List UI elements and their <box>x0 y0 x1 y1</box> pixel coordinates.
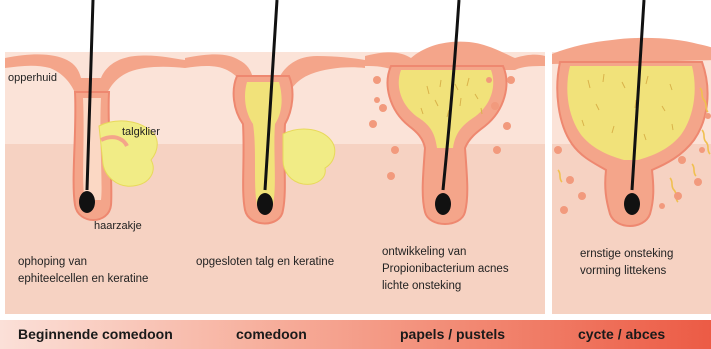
caption-stage-3: ontwikkeling van Propionibacterium acnes… <box>382 244 542 295</box>
caption-line: ophoping van <box>18 254 183 271</box>
caption-line: ontwikkeling van <box>382 244 542 261</box>
caption-line: Propionibacterium acnes <box>382 261 542 278</box>
hair-root <box>435 193 451 215</box>
caption-stage-2: opgesloten talg en keratine <box>196 254 366 271</box>
skin-surface <box>552 38 711 64</box>
caption-line: lichte onsteking <box>382 278 542 295</box>
epidermis-label: opperhuid <box>8 70 57 86</box>
stage-title-papules-pustules: papels / pustels <box>400 326 505 342</box>
stage-bar: Beginnende comedoon comedoon papels / pu… <box>0 320 711 349</box>
stage-title-comedone: comedoon <box>236 326 307 342</box>
stage-title-beginning-comedone: Beginnende comedoon <box>18 326 173 342</box>
caption-line: vorming littekens <box>580 263 705 280</box>
hair-follicle-label: haarzakje <box>94 218 142 234</box>
caption-line: ephiteelcellen en keratine <box>18 271 183 288</box>
caption-stage-1: ophoping van ephiteelcellen en keratine <box>18 254 183 288</box>
hair-root <box>79 191 95 213</box>
stage-title-cyst-abscess: cycte / abces <box>578 326 665 342</box>
hair-root <box>257 193 273 215</box>
caption-line: ernstige onsteking <box>580 246 705 263</box>
sebaceous-gland-label: talgklier <box>122 124 160 140</box>
panel-comedone <box>185 0 365 320</box>
caption-stage-4: ernstige onsteking vorming littekens <box>580 246 705 280</box>
hair-root <box>624 193 640 215</box>
caption-line: opgesloten talg en keratine <box>196 254 366 271</box>
